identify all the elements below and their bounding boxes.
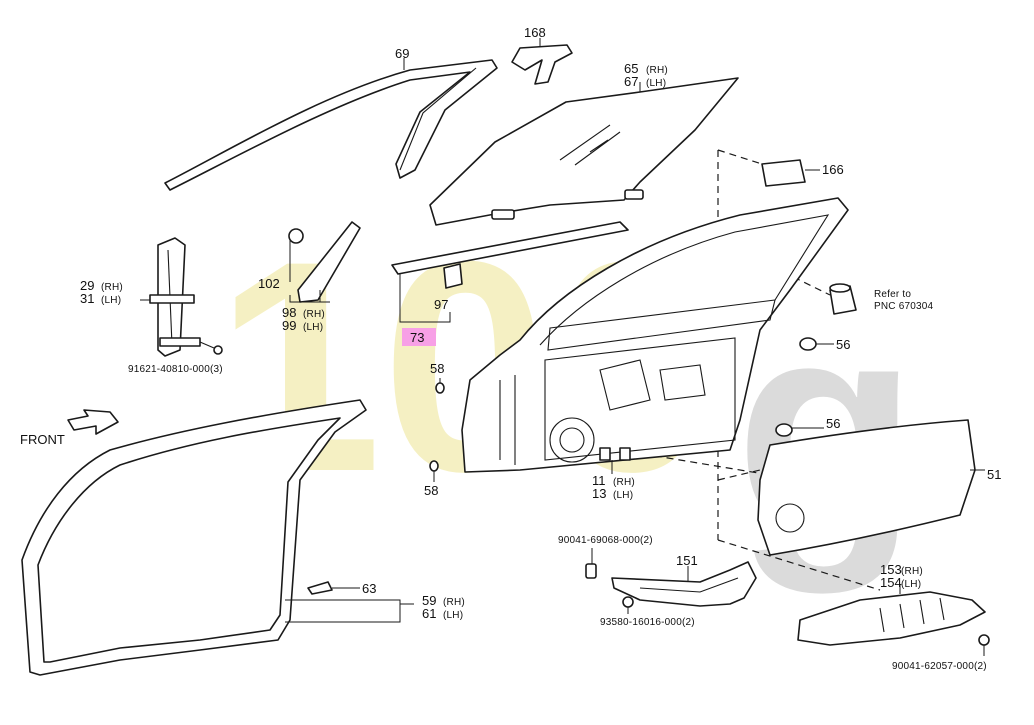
part-98-quarter-window[interactable] — [288, 221, 361, 303]
label-front: FRONT — [20, 432, 65, 447]
part-73-belt-moulding[interactable] — [391, 221, 629, 323]
label-pnc: PNC 670304 — [874, 301, 933, 312]
part-168-bracket[interactable] — [511, 38, 573, 85]
part-63-clip[interactable] — [307, 581, 360, 595]
dashed-guide-166-top — [717, 149, 763, 165]
label-98-rh: (RH) — [303, 309, 325, 320]
label-153-rh: (RH) — [901, 566, 923, 577]
label-56-lower: 56 — [826, 416, 840, 431]
part-151-bracket[interactable] — [611, 561, 757, 607]
label-99-lh: (LH) — [303, 322, 323, 333]
label-154: 154 — [880, 575, 902, 590]
label-73-highlight — [402, 328, 436, 346]
label-67: 67 — [624, 74, 638, 89]
part-59-door-weatherstrip[interactable] — [21, 399, 414, 676]
label-151: 151 — [676, 553, 698, 568]
part-56-clip-upper[interactable] — [799, 337, 834, 351]
label-bolt-91621: 91621-40810-000(3) — [128, 364, 223, 375]
part-clip-90041-69068[interactable] — [585, 548, 597, 579]
label-63: 63 — [362, 581, 376, 596]
label-31-lh: (LH) — [101, 295, 121, 306]
label-11-rh: (RH) — [613, 477, 635, 488]
part-door-shell[interactable] — [461, 197, 849, 474]
label-clip-90041-69068: 90041-69068-000(2) — [558, 535, 653, 546]
label-65: 65 — [624, 61, 638, 76]
part-58-plug-upper[interactable] — [435, 378, 445, 394]
label-99: 99 — [282, 318, 296, 333]
label-154-lh: (LH) — [901, 579, 921, 590]
label-31: 31 — [80, 291, 94, 306]
label-73: 73 — [410, 330, 424, 345]
label-102: 102 — [258, 276, 280, 291]
part-nut-93580[interactable] — [622, 596, 634, 614]
label-59-rh: (RH) — [443, 597, 465, 608]
label-153: 153 — [880, 562, 902, 577]
label-29: 29 — [80, 278, 94, 293]
label-refer-to: Refer to — [874, 289, 911, 300]
part-51-hole-cover[interactable] — [757, 419, 985, 556]
label-51: 51 — [987, 467, 1001, 482]
label-97: 97 — [434, 297, 448, 312]
label-59: 59 — [422, 593, 436, 608]
label-29-rh: (RH) — [101, 282, 123, 293]
label-166: 166 — [822, 162, 844, 177]
label-clip-90041-62057: 90041-62057-000(2) — [892, 661, 987, 672]
label-nut-93580: 93580-16016-000(2) — [600, 617, 695, 628]
label-13: 13 — [592, 486, 606, 501]
label-65-rh: (RH) — [646, 65, 668, 76]
label-58-lower: 58 — [424, 483, 438, 498]
part-clip-90041-62057[interactable] — [978, 634, 990, 656]
part-29-regulator-channel[interactable] — [140, 237, 223, 357]
part-166-pad[interactable] — [761, 159, 820, 187]
part-58-plug-lower[interactable] — [429, 460, 439, 482]
part-69-frame-weatherstrip[interactable] — [164, 58, 498, 191]
label-67-lh: (LH) — [646, 78, 666, 89]
part-65-door-glass[interactable] — [429, 77, 739, 226]
label-56-upper: 56 — [836, 337, 850, 352]
label-11: 11 — [592, 473, 606, 488]
label-69: 69 — [395, 46, 409, 61]
part-refer-pnc[interactable] — [829, 283, 857, 315]
label-13-lh: (LH) — [613, 490, 633, 501]
part-56-clip-lower[interactable] — [775, 423, 824, 437]
part-153-lower-cover[interactable] — [797, 584, 986, 646]
label-168: 168 — [524, 25, 546, 40]
label-61: 61 — [422, 606, 436, 621]
label-98: 98 — [282, 305, 296, 320]
label-58-upper: 58 — [430, 361, 444, 376]
front-arrow-icon — [67, 409, 119, 435]
label-61-lh: (LH) — [443, 610, 463, 621]
